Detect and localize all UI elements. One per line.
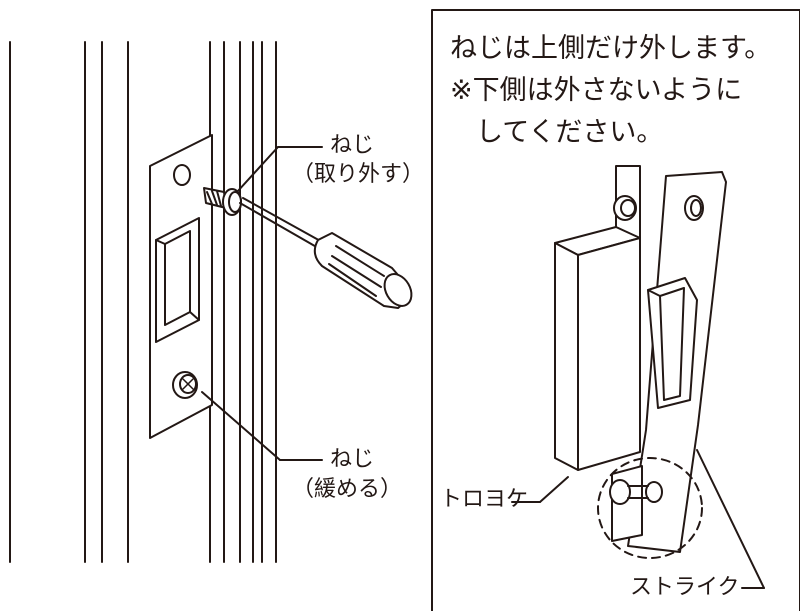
door-frame	[9, 41, 277, 563]
instruction-note: ねじは上側だけ外します。 ※下側は外さないように してください。	[450, 28, 771, 154]
label-screw-bottom-action: （緩める）	[292, 477, 403, 502]
note-panel-border	[431, 9, 800, 611]
leader-guide	[539, 476, 569, 503]
strike-plate-right	[627, 171, 727, 553]
guide-bracket	[554, 165, 641, 471]
label-screw-top-action: （取り外す）	[292, 162, 425, 187]
highlight-circle	[597, 457, 703, 559]
screw-removed	[203, 187, 242, 216]
label-strike: ストライク	[630, 575, 740, 600]
bracket-screw	[609, 465, 663, 542]
instruction-line-3: してください。	[476, 117, 664, 148]
label-guide: トロヨケ	[440, 487, 529, 512]
label-screw-top: ねじ	[330, 133, 375, 158]
instruction-line-2: ※下側は外さないように	[450, 75, 743, 106]
leader-screw-bottom	[201, 391, 281, 461]
strike-plate-left	[149, 134, 213, 439]
label-screw-bottom: ねじ	[330, 447, 375, 472]
instruction-line-1: ねじは上側だけ外します。	[450, 33, 772, 64]
leader-strike	[696, 449, 765, 589]
leader-screw-top	[236, 146, 279, 193]
screwdriver	[239, 197, 413, 309]
